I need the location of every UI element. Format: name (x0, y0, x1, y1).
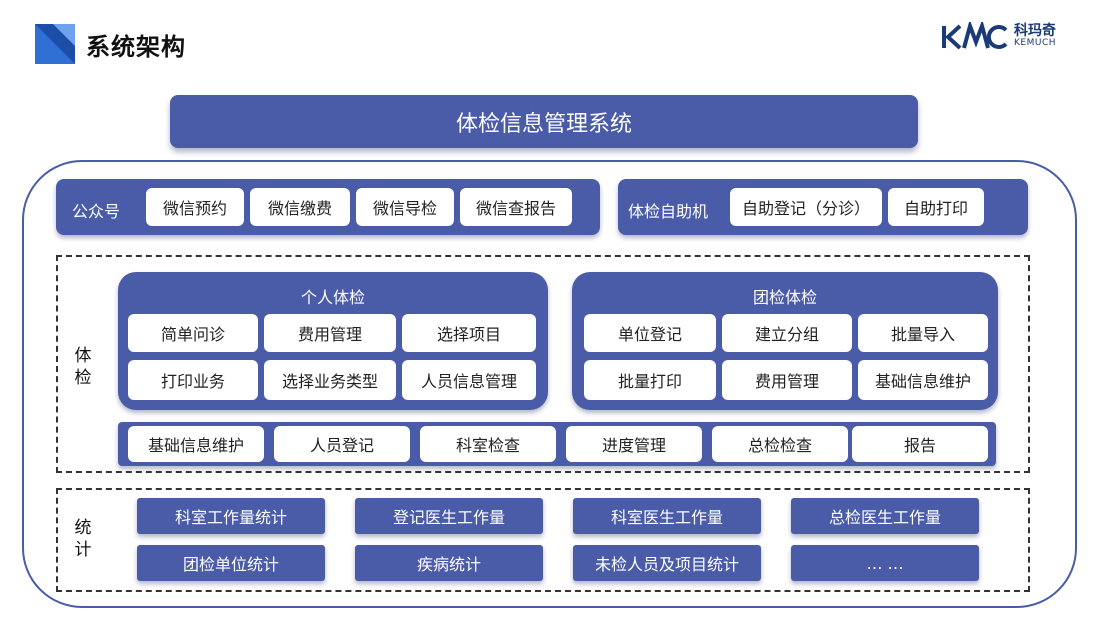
group-item: 建立分组 (722, 314, 852, 352)
public-account-label: 公众号 (72, 202, 121, 221)
group-item: 批量打印 (584, 360, 716, 400)
stats-section (56, 488, 1030, 592)
title-marker-icon (35, 24, 75, 64)
group-item: 单位登记 (584, 314, 716, 352)
group-item: 费用管理 (722, 360, 852, 400)
stats-label: 统计 (74, 518, 92, 560)
personal-item: 打印业务 (128, 360, 258, 400)
self-print: 自助打印 (888, 188, 984, 226)
workflow-item: 科室检查 (420, 426, 556, 462)
personal-item: 选择项目 (402, 314, 536, 352)
group-item: 批量导入 (858, 314, 988, 352)
wechat-report: 微信查报告 (460, 188, 572, 226)
stat-item: 未检人员及项目统计 (573, 545, 761, 581)
stat-item: … … (791, 545, 979, 581)
personal-exam-title: 个人体检 (300, 288, 365, 307)
stat-item: 科室工作量统计 (137, 498, 325, 534)
workflow-item: 基础信息维护 (128, 426, 264, 462)
kemuch-logo-icon (942, 22, 1008, 50)
logo-chinese: 科玛奇 (1014, 23, 1056, 39)
exam-label: 体检 (74, 346, 92, 388)
logo-english: KEMUCH (1014, 38, 1056, 48)
workflow-item: 人员登记 (274, 426, 410, 462)
stat-item: 总检医生工作量 (791, 498, 979, 534)
workflow-item: 总检检查 (712, 426, 848, 462)
exam-section (56, 255, 1030, 473)
stat-item: 登记医生工作量 (355, 498, 543, 534)
stat-item: 科室医生工作量 (573, 498, 761, 534)
group-exam-title: 团检体检 (752, 288, 817, 307)
stat-item: 团检单位统计 (137, 545, 325, 581)
group-item: 基础信息维护 (858, 360, 988, 400)
wechat-guide: 微信导检 (356, 188, 454, 226)
workflow-item: 报告 (852, 426, 988, 462)
stat-item: 疾病统计 (355, 545, 543, 581)
wechat-booking: 微信预约 (146, 188, 244, 226)
personal-item: 简单问诊 (128, 314, 258, 352)
personal-item: 费用管理 (264, 314, 396, 352)
personal-item: 人员信息管理 (402, 360, 536, 400)
kiosk-label: 体检自助机 (628, 202, 709, 221)
wechat-payment: 微信缴费 (250, 188, 350, 226)
page-title: 系统架构 (86, 33, 186, 61)
personal-item: 选择业务类型 (264, 360, 396, 400)
workflow-bar (118, 422, 996, 466)
workflow-item: 进度管理 (566, 426, 702, 462)
self-registration: 自助登记（分诊） (730, 188, 882, 226)
system-banner: 体检信息管理系统 (170, 95, 918, 148)
